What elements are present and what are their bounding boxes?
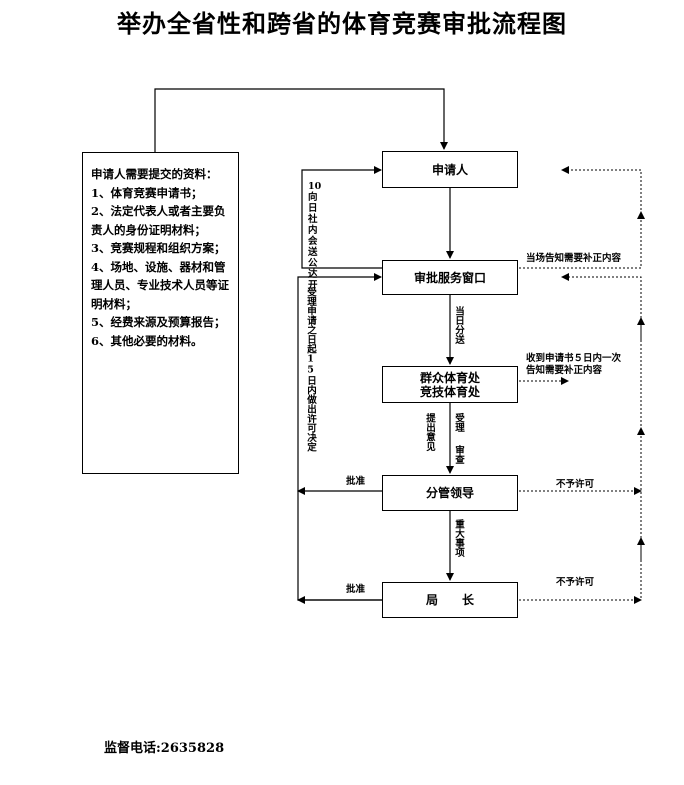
page-title: 举办全省性和跨省的体育竞赛审批流程图 [117,9,567,38]
window-to-applicant-loop [301,166,383,269]
label-same-day-forward: 当日分送 [453,306,464,344]
label-receive-5days-1: 收到申请书５日内一次 [526,353,622,364]
supervision-phone: 监督电话:2635828 [104,741,225,756]
node-director: 局 长 [382,582,518,618]
refusal-dotted [519,273,642,601]
node-service-window: 审批服务窗口 [382,260,518,295]
label-deliver-10days: 10向日社内会送公达开 [308,181,322,291]
materials-item-2: 2、法定代表人或者主要负责人的身份证明材料； [91,204,226,237]
materials-item-4: 4、场地、设施、器材和管理人员、专业技术人员等证明材料； [91,259,229,311]
node-applicant-label: 申请人 [431,162,468,177]
node-office-line2: 竞技体育处 [419,384,480,399]
label-notify-supplement: 当场告知需要补正内容 [526,253,622,264]
label-review: 审查 [453,445,464,464]
label-approve-1: 批准 [346,476,366,487]
materials-item-3: 3、竞赛规程和组织方案； [91,241,226,255]
label-accept: 受理 [453,413,464,432]
materials-item-6: 6、其他必要的材料。 [91,333,203,348]
node-division-leader-label: 分管领导 [425,486,474,500]
materials-heading: 申请人需要提交的资料： [91,167,218,181]
node-service-window-label: 审批服务窗口 [413,270,486,285]
node-director-label: 局 长 [425,593,474,607]
required-materials-box: 申请人需要提交的资料： 1、体育竞赛申请书； 2、法定代表人或者主要负责人的身份… [82,152,239,474]
materials-item-1: 1、体育竞赛申请书； [91,185,203,200]
node-applicant: 申请人 [382,151,518,188]
label-approve-2: 批准 [346,584,366,595]
label-not-permit-1: 不予许可 [556,479,595,490]
label-major-matters: 重大事项 [453,519,464,557]
label-receive-5days-2: 告知需要补正内容 [526,365,603,376]
node-sports-office: 群众体育处 竞技体育处 [382,366,518,403]
node-office-line1: 群众体育处 [419,370,480,385]
window-notify-dotted [519,166,642,269]
materials-item-5: 5、经费来源及预算报告； [91,315,226,329]
label-decision-15days: 受理申请之日起15日内做出许可决定 [305,287,316,452]
label-not-permit-2: 不予许可 [556,577,595,588]
label-propose-opinion: 提出意见 [424,413,435,451]
node-division-leader: 分管领导 [382,475,518,511]
materials-to-applicant-line [154,88,448,152]
